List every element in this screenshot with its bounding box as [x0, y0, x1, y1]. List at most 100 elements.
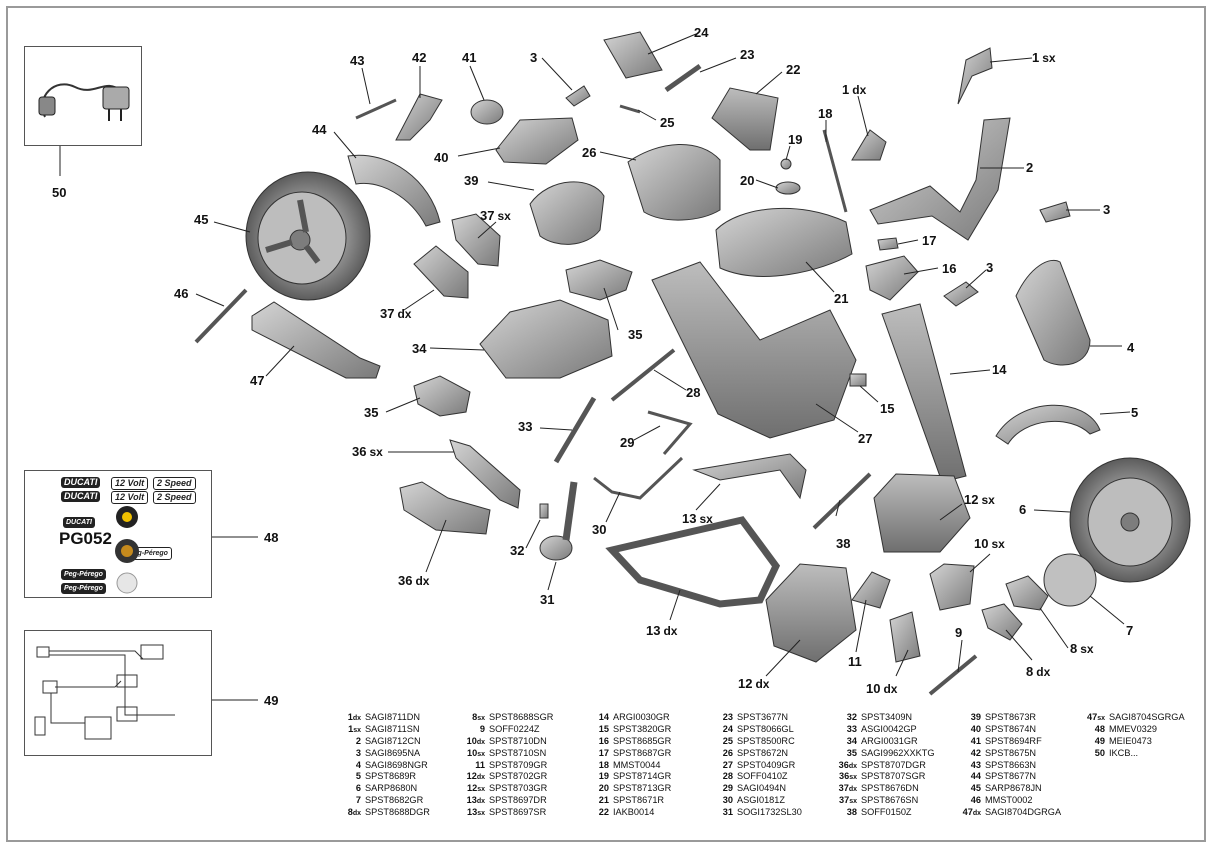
bracket-42-part	[395, 93, 443, 141]
callout-35a: 35	[628, 327, 643, 342]
decal-brand-b: Peg-Pérego	[61, 583, 106, 594]
callout-24: 24	[694, 25, 709, 40]
battery-22-part	[711, 87, 779, 151]
callout-49: 49	[264, 693, 279, 708]
callout-11: 11	[848, 654, 862, 669]
rod-18-part	[822, 129, 848, 213]
callout-4: 4	[1127, 340, 1135, 355]
decal-ducati-1: DUCATI	[61, 477, 101, 488]
side-panel-37sx-part	[451, 213, 501, 267]
callout-39: 39	[464, 173, 479, 188]
decal-ducati-small: DUCATI	[63, 517, 95, 528]
callout-6: 6	[1019, 502, 1027, 517]
caliper-8dx-part	[981, 603, 1023, 641]
callout-3a: 3	[530, 50, 538, 65]
callout-32: 32	[510, 543, 525, 558]
exhaust-47-part	[251, 301, 381, 379]
charger-inset	[24, 46, 142, 146]
cap-19-part	[780, 158, 792, 170]
decal-2speed-1: 2 Speed	[153, 477, 196, 490]
rear-fender-part	[347, 154, 441, 227]
callout-31: 31	[540, 592, 555, 607]
handlebar-2-part	[869, 117, 1011, 241]
gauge-decal-icons	[115, 506, 139, 594]
callout-18: 18	[818, 106, 833, 121]
footrest-36sx-part	[449, 439, 521, 509]
callout-30: 30	[592, 522, 607, 537]
decal-ducati-2: DUCATI	[61, 491, 101, 502]
callout-44: 44	[312, 122, 327, 137]
axle-46-part	[194, 288, 248, 344]
shock-33-part	[553, 396, 597, 464]
callout-20: 20	[740, 173, 755, 188]
cover-10sx-part	[929, 563, 975, 611]
cover-10dx-part	[889, 611, 921, 663]
bushing-15-part	[849, 373, 867, 387]
motor-35-part	[413, 375, 471, 417]
kickstand-31-part	[539, 481, 578, 561]
callout-7: 7	[1126, 623, 1134, 638]
callout-26: 26	[582, 145, 597, 160]
nut-20-part	[775, 181, 801, 195]
decal-12volt-1: 12 Volt	[111, 477, 149, 490]
fuel-tank-21-part	[715, 207, 853, 277]
decal-2speed-2: 2 Speed	[153, 491, 196, 504]
mirror-1dx-part	[851, 129, 887, 161]
callout-33: 33	[518, 419, 533, 434]
subframe-13sx-part	[692, 453, 807, 500]
front-fairing-4-part	[1015, 259, 1091, 366]
callout-21: 21	[834, 291, 849, 306]
callout-38: 38	[836, 536, 851, 551]
rod-28-part	[610, 348, 676, 402]
callout-50: 50	[52, 185, 67, 200]
leader-lines	[59, 33, 1131, 701]
rear-wheel-part	[245, 171, 371, 301]
callout-3c: 3	[986, 260, 994, 275]
caliper-8sx-part	[1005, 575, 1049, 611]
wiring-inset	[24, 630, 212, 756]
cover-11-part	[851, 571, 891, 609]
cover-40-part	[495, 117, 579, 165]
decal-12volt-2: 12 Volt	[111, 491, 149, 504]
rod-38-part	[812, 472, 872, 530]
bracket-29-part	[647, 410, 693, 455]
wiring-diagram-icon	[34, 644, 175, 740]
callout-43: 43	[350, 53, 365, 68]
callout-48: 48	[264, 530, 279, 545]
